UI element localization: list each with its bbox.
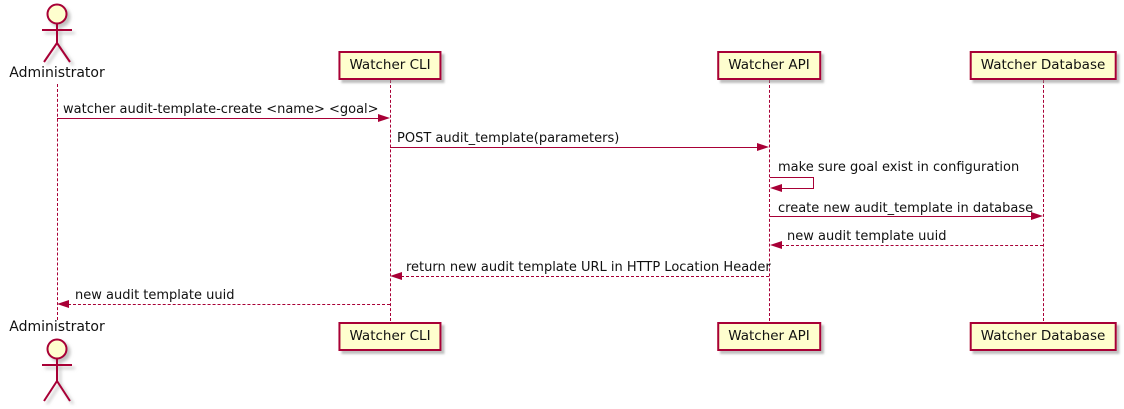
message-label-create-audit-template: create new audit_template in database <box>778 201 1034 216</box>
message-label-return-url: return new audit template URL in HTTP Lo… <box>406 260 771 275</box>
arrowhead-right-1 <box>378 114 390 122</box>
message-label-make-sure-goal: make sure goal exist in configuration <box>778 160 1020 175</box>
message-line-7 <box>68 304 390 305</box>
actor-label-bottom: Administrator <box>9 319 105 335</box>
message-label-new-uuid-cli: new audit template uuid <box>75 288 235 303</box>
lifeline-watcher-cli <box>390 80 391 321</box>
participant-watcher-api-top: Watcher API <box>717 51 821 80</box>
arrowhead-left-6 <box>390 272 402 280</box>
participant-watcher-api-bottom: Watcher API <box>717 322 821 351</box>
message-line-6 <box>401 276 769 277</box>
actor-icon-bottom <box>42 338 72 402</box>
self-message-right-line <box>813 177 814 189</box>
participant-watcher-database-bottom: Watcher Database <box>969 322 1117 351</box>
message-label-post-audit-template: POST audit_template(parameters) <box>397 131 620 146</box>
participant-watcher-database-top: Watcher Database <box>969 51 1117 80</box>
arrowhead-left-7 <box>57 300 69 308</box>
arrowhead-right-2 <box>757 143 769 151</box>
message-label-new-uuid-db: new audit template uuid <box>787 229 947 244</box>
self-message-bottom-line <box>782 188 814 189</box>
actor-icon-top <box>42 3 72 63</box>
message-line-4 <box>770 216 1032 217</box>
message-line-1 <box>57 118 379 119</box>
arrowhead-left-3 <box>770 184 782 192</box>
participant-watcher-cli-bottom: Watcher CLI <box>338 322 442 351</box>
lifeline-watcher-api <box>769 80 770 321</box>
arrowhead-left-5 <box>770 241 782 249</box>
actor-label-top: Administrator <box>9 65 105 81</box>
message-label-audit-template-create: watcher audit-template-create <name> <go… <box>63 102 379 117</box>
message-line-5 <box>781 245 1043 246</box>
lifeline-administrator <box>57 84 58 320</box>
arrowhead-right-4 <box>1031 212 1043 220</box>
participant-watcher-cli-top: Watcher CLI <box>338 51 442 80</box>
lifeline-watcher-database <box>1043 80 1044 321</box>
self-message-top-line <box>770 177 814 178</box>
message-line-2 <box>390 147 758 148</box>
